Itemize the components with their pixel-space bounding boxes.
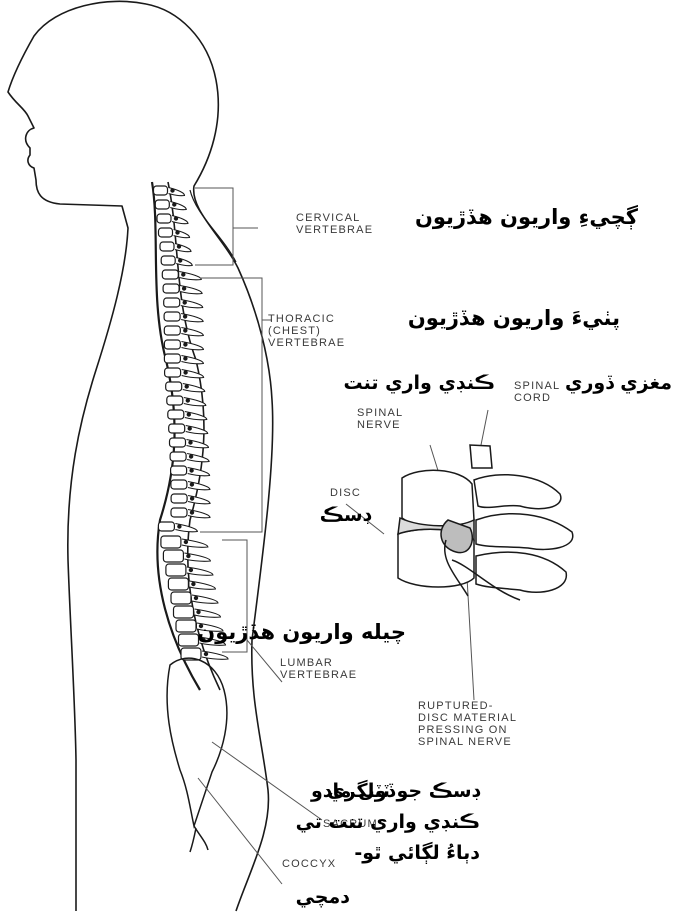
vertebra-body (164, 340, 180, 349)
spinal-cord-sindhi-label: مغزي ڏوري (565, 370, 672, 396)
vertebra-body (170, 438, 186, 447)
vertebra-body (155, 200, 169, 209)
vertebra-body (161, 256, 175, 265)
vertebra-body (169, 424, 185, 433)
disc-sindhi-label: ڊسڪ (320, 502, 371, 528)
coccyx-sindhi-label: دمچي (296, 884, 350, 910)
vertebra-body (164, 326, 180, 335)
vertebra-body (159, 228, 173, 237)
facet-joint (190, 482, 194, 486)
facet-joint (177, 524, 181, 528)
inset-vertebra (398, 445, 573, 600)
vertebra-body (168, 578, 188, 590)
vertebra-body (176, 620, 196, 632)
vertebrae (154, 186, 229, 660)
facet-joint (183, 370, 187, 374)
facet-joint (170, 188, 174, 192)
disc-label: DISC (330, 487, 361, 499)
facet-joint (183, 356, 187, 360)
vertebra-body (165, 368, 181, 377)
facet-joint (194, 596, 198, 600)
vertebra-body (164, 298, 180, 307)
vertebra-body (163, 284, 179, 293)
vertebra-body (154, 186, 168, 195)
facet-joint (183, 300, 187, 304)
vertebra-body (170, 452, 186, 461)
cervical-label: CERVICAL VERTEBRAE (296, 212, 373, 236)
vertebra-body (161, 536, 181, 548)
facet-joint (178, 258, 182, 262)
vertebra-body (162, 270, 178, 279)
vertebra-body (160, 242, 174, 251)
vertebra-body (179, 634, 199, 646)
facet-joint (186, 554, 190, 558)
vertebra-body (157, 214, 171, 223)
neck-line (190, 190, 236, 262)
facet-joint (187, 412, 191, 416)
facet-joint (183, 314, 187, 318)
vertebra-body (174, 606, 194, 618)
facet-joint (196, 610, 200, 614)
vertebra-body (166, 564, 186, 576)
facet-joint (191, 582, 195, 586)
facet-joint (188, 426, 192, 430)
spinal-nerve-sindhi-label: ڪنڊي واري تنت (344, 370, 495, 396)
vertebra-body (158, 522, 174, 531)
facet-joint (177, 244, 181, 248)
coccyx-shape (190, 826, 208, 852)
thoracic-bracket (200, 278, 272, 532)
vertebra-body (171, 494, 187, 503)
spinal-cord-label: SPINAL CORD (514, 380, 560, 404)
vertebra-body (168, 410, 184, 419)
cervical-bracket (195, 188, 258, 265)
vertebra-body (167, 396, 183, 405)
facet-joint (174, 216, 178, 220)
facet-joint (189, 468, 193, 472)
facet-joint (175, 230, 179, 234)
facet-joint (185, 384, 189, 388)
vertebra-body (171, 480, 187, 489)
facet-joint (183, 328, 187, 332)
facet-joint (184, 540, 188, 544)
facet-joint (183, 342, 187, 346)
lumbar-label: LUMBAR VERTEBRAE (280, 657, 357, 681)
thoracic-label: THORACIC (CHEST) VERTEBRAE (268, 313, 345, 349)
body-outline (8, 1, 273, 911)
vertebra-body (164, 312, 180, 321)
vertebra-body (171, 592, 191, 604)
lumbar-sindhi-label: چيله واريون هڏڙيون (197, 620, 406, 644)
facet-joint (172, 202, 176, 206)
ruptured-disc-label: RUPTURED- DISC MATERIAL PRESSING ON SPIN… (418, 700, 517, 748)
facet-joint (204, 652, 208, 656)
vertebra-body (163, 550, 183, 562)
vertebra-body (166, 382, 182, 391)
thoracic-sindhi-label: پٺيءَ واريون هڏڙيون (408, 306, 620, 330)
cervical-sindhi-label: ڳچيءِ واريون هڏڙيون (415, 205, 638, 229)
facet-joint (189, 454, 193, 458)
vertebra-body (171, 508, 187, 517)
facet-joint (188, 440, 192, 444)
vertebra-body (164, 354, 180, 363)
facet-joint (190, 496, 194, 500)
facet-joint (190, 510, 194, 514)
ruptured-disc-sindhi-label: ڊسڪ جو ٽٽل مادو ڪنڊي واري تنت تي دٻاءُ ل… (296, 776, 480, 869)
facet-joint (182, 286, 186, 290)
facet-joint (181, 272, 185, 276)
spinal-nerve-label: SPINAL NERVE (357, 407, 403, 431)
vertebra-body (171, 466, 187, 475)
facet-joint (186, 398, 190, 402)
facet-joint (189, 568, 193, 572)
